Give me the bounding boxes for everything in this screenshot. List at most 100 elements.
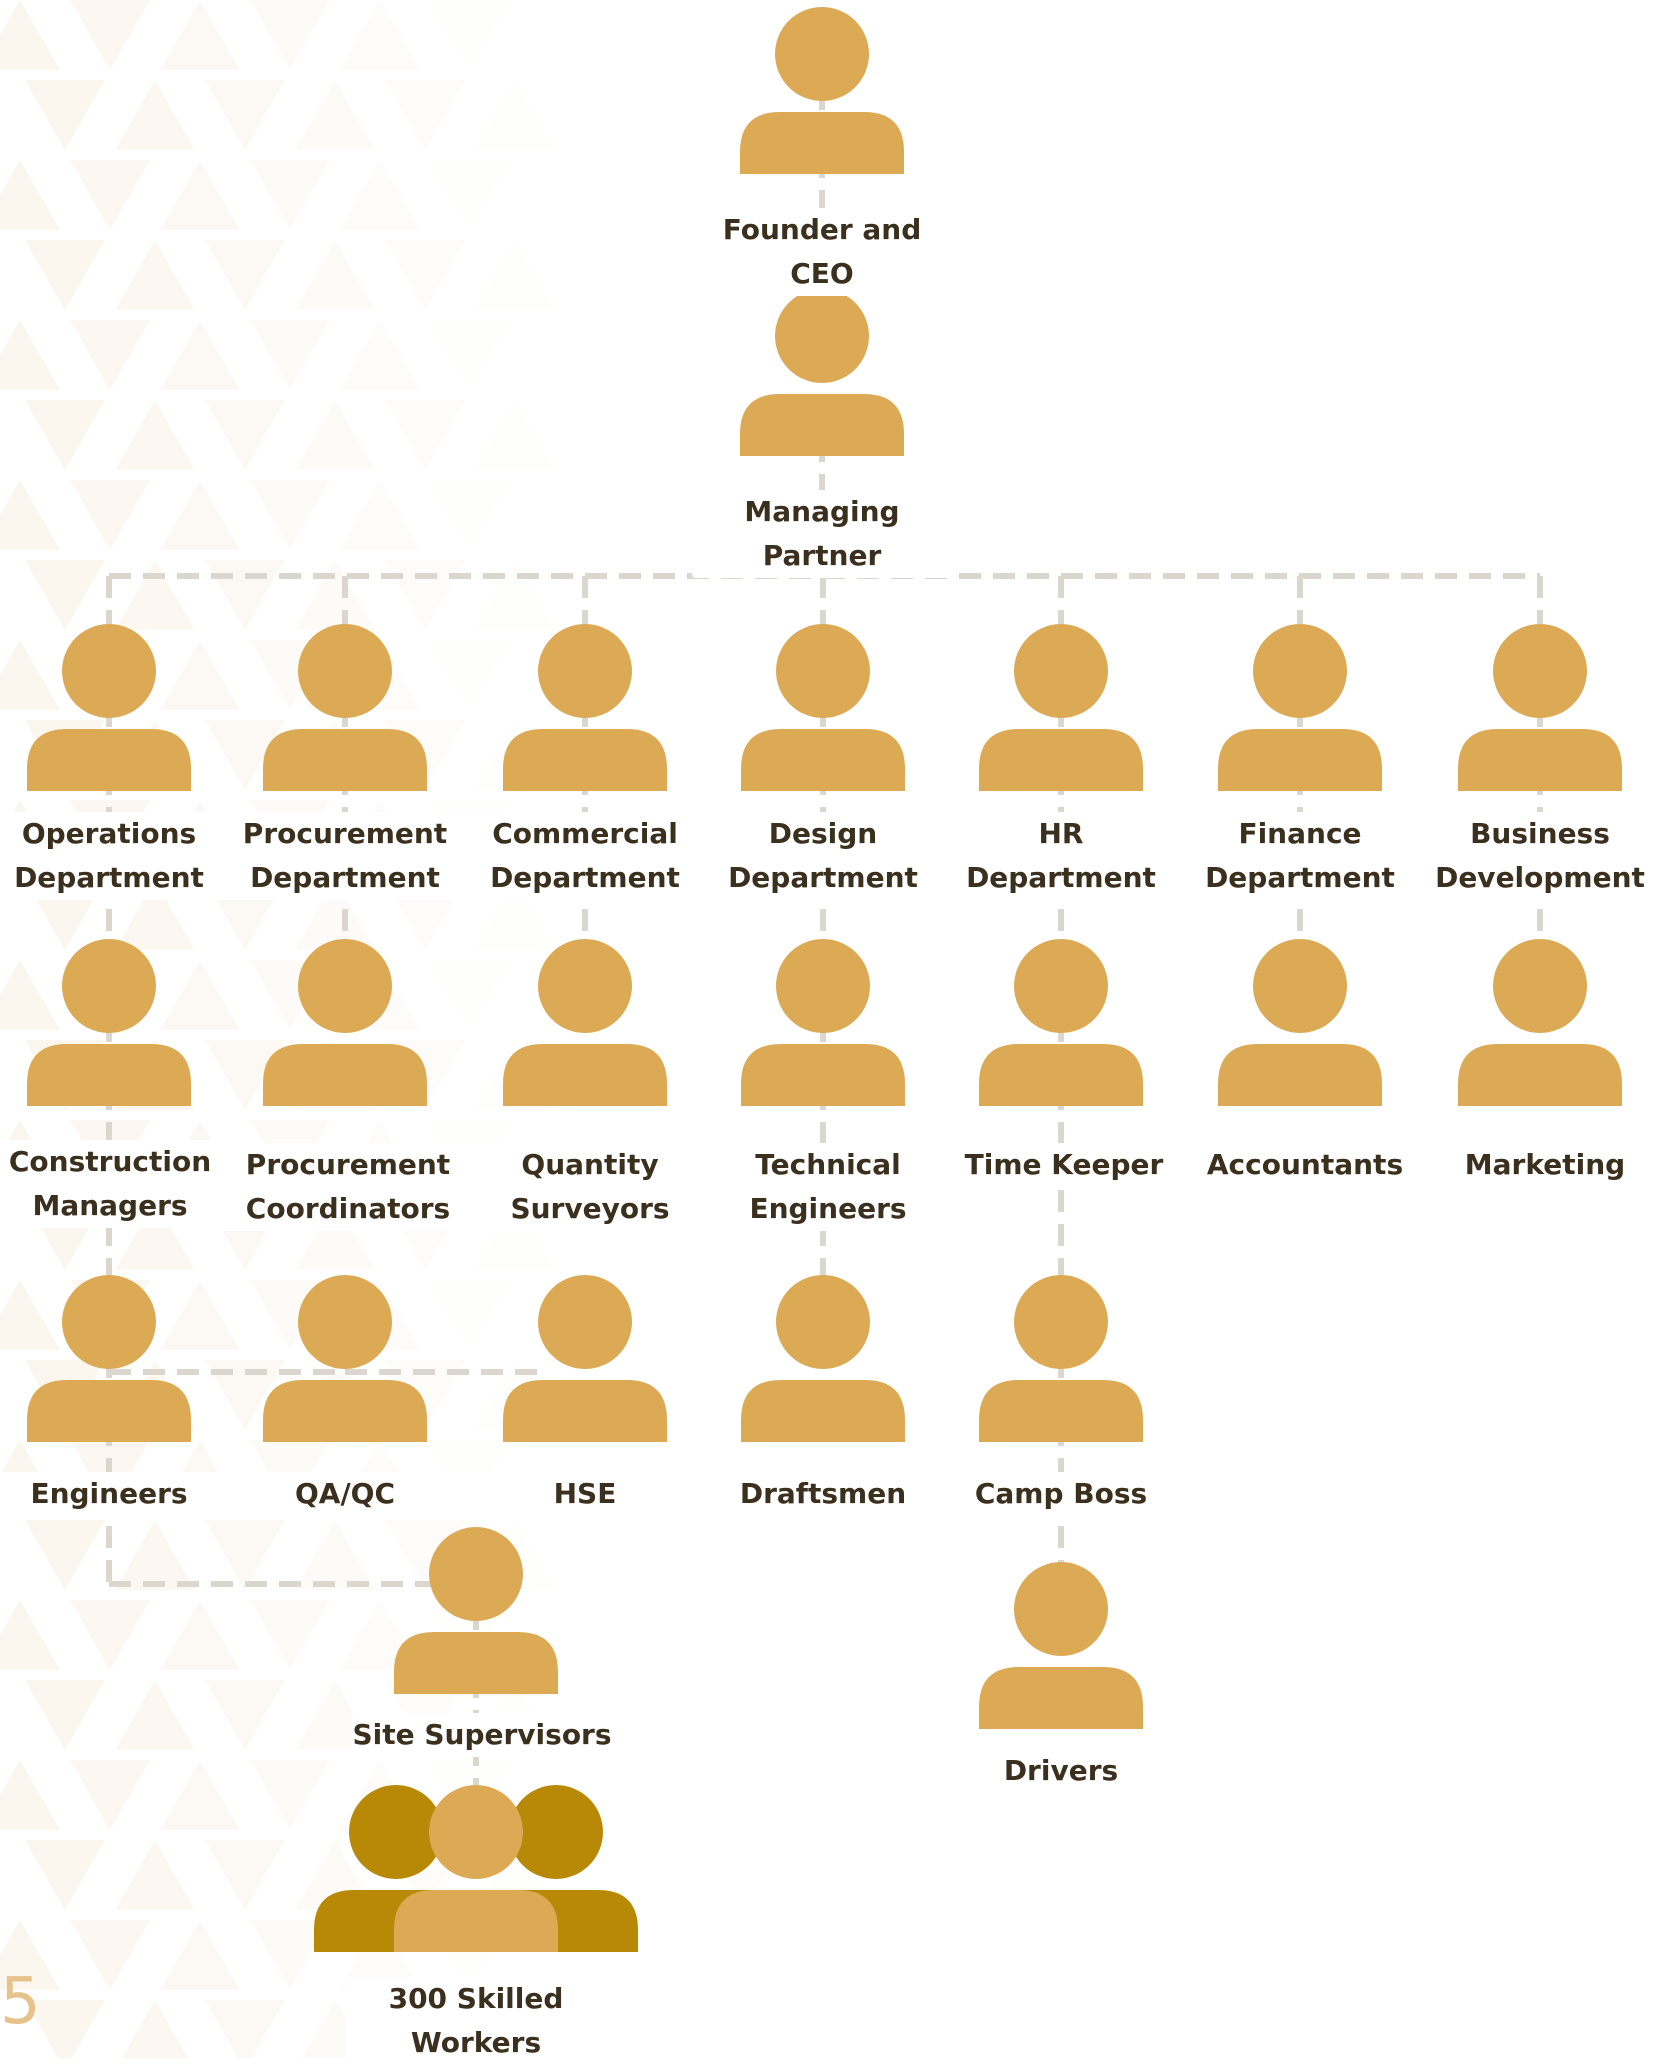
background-triangle <box>475 80 555 150</box>
background-triangle <box>385 80 465 150</box>
person-icon <box>27 1275 191 1442</box>
person-head <box>1014 1562 1108 1656</box>
label-procurement-department: Procurement Department <box>215 812 475 900</box>
background-triangle <box>340 320 420 390</box>
person-body <box>979 1380 1143 1442</box>
background-triangle <box>430 1280 510 1350</box>
background-triangle <box>295 400 375 470</box>
label-managing-partner: Managing Partner <box>692 490 952 578</box>
background-triangle <box>430 0 510 70</box>
person-icon <box>979 939 1143 1106</box>
person-head <box>775 7 869 101</box>
background-triangle <box>25 240 105 310</box>
person-head <box>538 1275 632 1369</box>
person-body <box>27 1380 191 1442</box>
background-triangle <box>205 1680 285 1750</box>
person-icon <box>741 939 905 1106</box>
background-triangle <box>475 880 555 950</box>
label-camp-boss: Camp Boss <box>931 1472 1191 1516</box>
person-icon <box>27 939 191 1106</box>
label-hr-department: HR Department <box>931 812 1191 900</box>
background-triangle <box>0 1600 60 1670</box>
label-accountants: Accountants <box>1175 1143 1435 1187</box>
background-triangle <box>115 240 195 310</box>
background-triangle <box>295 560 375 630</box>
person-icon <box>979 624 1143 791</box>
background-triangle <box>250 1920 330 1990</box>
background-triangle <box>385 240 465 310</box>
label-skilled-workers: 300 Skilled Workers <box>346 1977 606 2065</box>
person-body <box>503 729 667 791</box>
person-body <box>741 1044 905 1106</box>
person-head <box>298 1275 392 1369</box>
background-triangle <box>340 480 420 550</box>
person-body <box>979 729 1143 791</box>
background-triangle <box>70 320 150 390</box>
person-body <box>740 394 904 456</box>
background-triangle <box>385 560 465 630</box>
background-triangle <box>160 160 240 230</box>
person-body <box>503 1380 667 1442</box>
label-qa-qc: QA/QC <box>215 1472 475 1516</box>
background-triangle <box>430 960 510 1030</box>
person-icon <box>740 7 904 174</box>
background-triangle <box>115 1680 195 1750</box>
person-body <box>1458 729 1622 791</box>
background-triangle <box>385 1360 465 1430</box>
background-triangle <box>295 240 375 310</box>
background-triangle <box>430 160 510 230</box>
person-body <box>979 1667 1143 1729</box>
background-triangle <box>430 480 510 550</box>
person-body <box>27 1044 191 1106</box>
background-triangle <box>205 1040 285 1110</box>
background-triangle <box>295 880 375 950</box>
background-triangle <box>115 560 195 630</box>
person-body <box>979 1044 1143 1106</box>
background-triangle <box>475 400 555 470</box>
background-triangle <box>0 0 60 70</box>
background-triangle <box>160 1280 240 1350</box>
person-head <box>509 1785 603 1879</box>
label-founder-ceo: Founder and CEO <box>692 208 952 296</box>
background-triangle <box>25 2000 105 2058</box>
label-draftsmen: Draftsmen <box>693 1472 953 1516</box>
background-triangle <box>70 1600 150 1670</box>
person-icon <box>1458 624 1622 791</box>
background-triangle <box>160 1920 240 1990</box>
background-triangle <box>340 1920 420 1990</box>
person-icon <box>503 939 667 1106</box>
person-head <box>1493 939 1587 1033</box>
background-triangle <box>250 320 330 390</box>
person-icon <box>979 1275 1143 1442</box>
background-triangle <box>115 1200 195 1270</box>
background-triangle <box>0 320 60 390</box>
background-triangle <box>205 720 285 790</box>
background-triangle <box>430 320 510 390</box>
background-triangle <box>385 400 465 470</box>
person-icon <box>394 1527 558 1694</box>
background-triangle <box>250 160 330 230</box>
background-triangle <box>25 560 105 630</box>
person-icon <box>741 1275 905 1442</box>
group-icon-center <box>394 1785 558 1952</box>
background-triangle <box>115 1840 195 1910</box>
label-design-department: Design Department <box>693 812 953 900</box>
label-construction-managers: Construction Managers <box>0 1140 240 1228</box>
background-triangle <box>70 1760 150 1830</box>
person-body <box>394 1890 558 1952</box>
label-engineers: Engineers <box>0 1472 239 1516</box>
background-triangle <box>70 0 150 70</box>
background-triangle <box>25 1520 105 1590</box>
background-triangle <box>0 160 60 230</box>
background-triangle <box>0 1760 60 1830</box>
person-icon <box>503 624 667 791</box>
label-time-keeper: Time Keeper <box>934 1143 1194 1187</box>
background-triangle <box>70 160 150 230</box>
background-triangle <box>430 640 510 710</box>
background-triangle <box>205 240 285 310</box>
label-site-supervisors: Site Supervisors <box>352 1713 612 1757</box>
background-triangle <box>115 1520 195 1590</box>
label-technical-engineers: Technical Engineers <box>698 1143 958 1231</box>
background-triangle <box>160 640 240 710</box>
background-triangle <box>160 1760 240 1830</box>
